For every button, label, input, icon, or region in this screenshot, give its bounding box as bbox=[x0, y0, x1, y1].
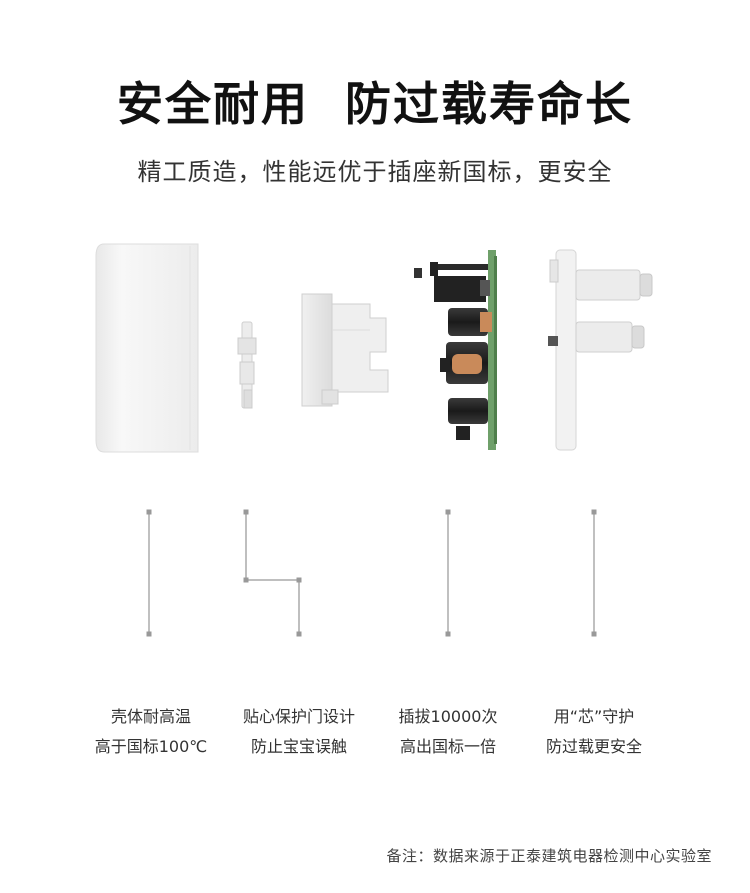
plug-pins bbox=[548, 249, 653, 451]
safety-shutter bbox=[237, 321, 257, 409]
subhead: 精工质造，性能远优于插座新国标，更安全 bbox=[137, 158, 613, 186]
footnote: 备注：数据来源于正泰建筑电器检测中心实验室 bbox=[386, 847, 712, 865]
feature-caption-durability: 插拔10000次 高出国标一倍 bbox=[373, 702, 523, 762]
circuit-board bbox=[414, 250, 497, 450]
feature-title: 贴心保护门设计 bbox=[242, 707, 355, 726]
feature-detail: 高出国标一倍 bbox=[399, 737, 496, 756]
feature-title: 用“芯”守护 bbox=[553, 707, 635, 726]
socket-core bbox=[301, 293, 389, 407]
feature-title: 插拔10000次 bbox=[398, 707, 498, 726]
feature-caption-shell: 壳体耐高温 高于国标100℃ bbox=[76, 702, 226, 762]
feature-detail: 高于国标100℃ bbox=[94, 737, 208, 756]
connector-lines bbox=[146, 509, 597, 637]
feature-caption-overload: 用“芯”守护 防过载更安全 bbox=[519, 702, 669, 762]
feature-detail: 防止宝宝误触 bbox=[250, 737, 347, 756]
feature-detail: 防过载更安全 bbox=[545, 737, 642, 756]
outer-shell bbox=[95, 243, 199, 453]
feature-title: 壳体耐高温 bbox=[110, 707, 191, 726]
headline: 安全耐用 防过载寿命长 bbox=[116, 77, 634, 131]
feature-caption-shutter: 贴心保护门设计 防止宝宝误触 bbox=[224, 702, 374, 762]
exploded-view bbox=[95, 243, 653, 453]
connector-line-2 bbox=[245, 512, 300, 634]
